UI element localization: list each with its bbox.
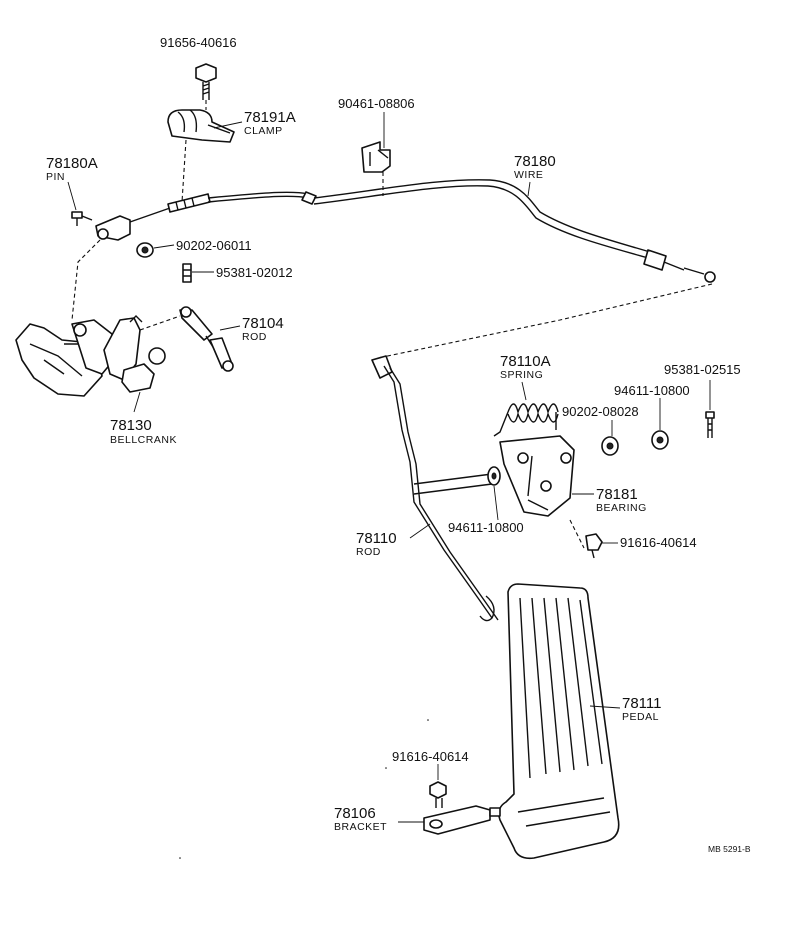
clamp-guide-dash bbox=[181, 139, 187, 203]
leader-78111 bbox=[589, 705, 621, 709]
rod-78104-drawing bbox=[179, 306, 234, 372]
leader-78110a bbox=[521, 381, 527, 401]
pin-78180a-drawing bbox=[71, 211, 93, 226]
rod-78110-drawing bbox=[371, 355, 499, 622]
bearing-78181-drawing bbox=[499, 435, 575, 517]
label-94611-10800-a: 94611-10800 bbox=[614, 383, 690, 398]
label-95381-02012: 95381-02012 bbox=[216, 265, 293, 280]
drawing-code: MB 5291-B bbox=[708, 844, 751, 854]
label-90202-06011: 90202-06011 bbox=[176, 238, 252, 253]
leader-78104 bbox=[219, 325, 241, 331]
leader-90202-06011 bbox=[153, 244, 175, 249]
cotterpin-95381-02012-drawing bbox=[182, 263, 192, 283]
leader-78110 bbox=[409, 523, 431, 539]
wire-pedalrod-guide-dash bbox=[377, 283, 713, 359]
label-78110a-name: SPRING bbox=[500, 369, 543, 381]
clip-90461-08806-drawing bbox=[361, 141, 391, 173]
pedal-78111-drawing bbox=[498, 583, 620, 860]
label-90461-08806: 90461-08806 bbox=[338, 96, 415, 111]
scan-speck bbox=[427, 719, 429, 721]
leader-78191a bbox=[213, 121, 243, 129]
label-78110-name: ROD bbox=[356, 546, 381, 558]
label-90202-08028: 90202-08028 bbox=[562, 404, 639, 419]
bolt-a-guide-dash bbox=[569, 519, 585, 549]
bellcrank-rod-guide-dash bbox=[139, 315, 181, 331]
scan-speck bbox=[385, 767, 387, 769]
label-78180a-number: 78180A bbox=[46, 155, 98, 172]
label-78111-number: 78111 bbox=[622, 695, 662, 712]
label-95381-02515: 95381-02515 bbox=[664, 362, 741, 377]
label-78111-name: PEDAL bbox=[622, 711, 659, 723]
label-94611-10800-b: 94611-10800 bbox=[448, 520, 524, 535]
wire-78180-drawing bbox=[95, 179, 716, 283]
wire-bellcrank-guide-dash bbox=[71, 239, 101, 321]
washer-90202-08028-drawing bbox=[601, 436, 619, 456]
label-78110-number: 78110 bbox=[356, 530, 397, 547]
leader-78180a bbox=[67, 181, 77, 211]
washer-94611-10800-b-drawing bbox=[487, 466, 501, 486]
label-91616-40614-b: 91616-40614 bbox=[392, 749, 469, 764]
washer-90202-06011-drawing bbox=[136, 242, 154, 258]
bellcrank-78130-drawing bbox=[15, 315, 166, 397]
label-91616-40614-a: 91616-40614 bbox=[620, 535, 697, 550]
washer-94611-10800-a-drawing bbox=[651, 430, 669, 450]
scan-speck bbox=[179, 857, 181, 859]
label-78180a-name: PIN bbox=[46, 171, 65, 183]
bolt-91616-40614-b-drawing bbox=[429, 781, 447, 808]
label-78181-name: BEARING bbox=[596, 502, 647, 514]
label-91656-40616: 91656-40616 bbox=[160, 35, 237, 50]
pin-95381-02515-drawing bbox=[705, 411, 715, 438]
bolt-91656-40616-drawing bbox=[195, 63, 217, 100]
label-78104-number: 78104 bbox=[242, 315, 284, 332]
leader-78180 bbox=[527, 181, 531, 197]
clamp-78191a-drawing bbox=[167, 109, 235, 143]
spring-78110a-drawing bbox=[493, 403, 559, 437]
leader-94611-10800-b bbox=[493, 485, 499, 521]
label-78181-number: 78181 bbox=[596, 486, 638, 503]
label-78191a-name: CLAMP bbox=[244, 125, 283, 137]
label-78130-number: 78130 bbox=[110, 417, 152, 434]
bolt-91616-40614-a-drawing bbox=[585, 533, 603, 559]
label-78106-number: 78106 bbox=[334, 805, 376, 822]
label-78110a-number: 78110A bbox=[500, 353, 551, 370]
bracket-78106-drawing bbox=[423, 805, 501, 835]
label-78180-number: 78180 bbox=[514, 153, 556, 170]
label-78104-name: ROD bbox=[242, 331, 267, 343]
leader-78130 bbox=[133, 391, 141, 413]
label-78106-name: BRACKET bbox=[334, 821, 387, 833]
label-78191a-number: 78191A bbox=[244, 109, 296, 126]
label-78130-name: BELLCRANK bbox=[110, 434, 177, 446]
label-78180-name: WIRE bbox=[514, 169, 543, 181]
